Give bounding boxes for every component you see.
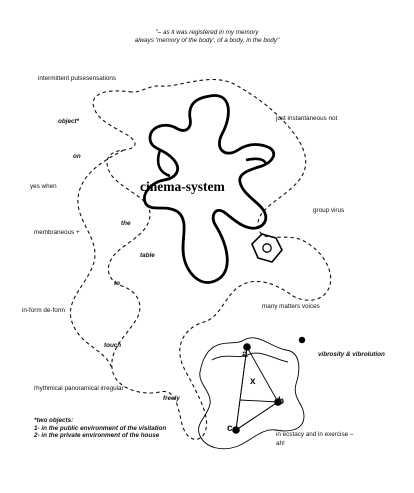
label-object: object*	[58, 118, 79, 125]
node-a-label: a	[242, 349, 248, 360]
label-intermittent: intermittent pulsesensations	[38, 75, 117, 82]
cinema-system-shape	[143, 94, 276, 284]
label-on: on	[73, 153, 81, 160]
quote-line-1: "– as it was registered in my memory	[155, 29, 259, 36]
node-b-label: b	[278, 396, 285, 407]
label-ecstacy-2: ah!	[276, 440, 285, 447]
footnote-line-1: 1- in the public environment of the visi…	[34, 424, 167, 432]
label-ecstacy-1: in ecstacy and in exercise –	[276, 431, 354, 438]
inner-stroke-right	[245, 157, 268, 165]
label-group-virus: group virus	[313, 207, 345, 214]
object-icon	[251, 233, 283, 263]
label-freely: freely	[163, 395, 180, 402]
node-c-dot	[232, 426, 240, 434]
label-yes-when: yes when	[30, 183, 57, 190]
label-the: the	[121, 220, 131, 227]
node-b-dot	[274, 398, 282, 406]
footnote-line-2: 2- in the private environment of the hou…	[34, 432, 160, 440]
node-x-label: x	[250, 376, 256, 387]
footnote: *two objects: 1- in the public environme…	[34, 417, 166, 440]
node-a-dot	[243, 343, 251, 351]
label-table: table	[140, 252, 155, 259]
footnote-title: *two objects:	[34, 417, 74, 424]
dashed-meander-path	[69, 79, 332, 440]
quote: "– as it was registered in my memory alw…	[60, 29, 354, 44]
label-just-instantaneous: just instantaneous not	[276, 115, 338, 122]
quote-line-2: always 'memory of the body', of a body, …	[134, 36, 280, 44]
inner-stroke-left	[156, 149, 171, 178]
label-many-matters: many matters voices	[262, 303, 320, 310]
body-blob-shape	[198, 337, 305, 450]
label-touch: touch	[104, 342, 122, 349]
label-rhythmical: rhythmical panoramical irregular	[34, 385, 124, 392]
triangle-network	[235, 346, 279, 431]
node-c-label: c	[227, 423, 233, 434]
label-membraneous: membraneous +	[34, 229, 80, 236]
outlier-dot	[298, 336, 306, 344]
label-in-form: in-form de-form	[22, 307, 66, 314]
label-to: to	[114, 280, 120, 287]
center-label: cinema-system	[140, 179, 225, 194]
label-vibrosity: vibrosity & vibrolution	[318, 351, 385, 358]
